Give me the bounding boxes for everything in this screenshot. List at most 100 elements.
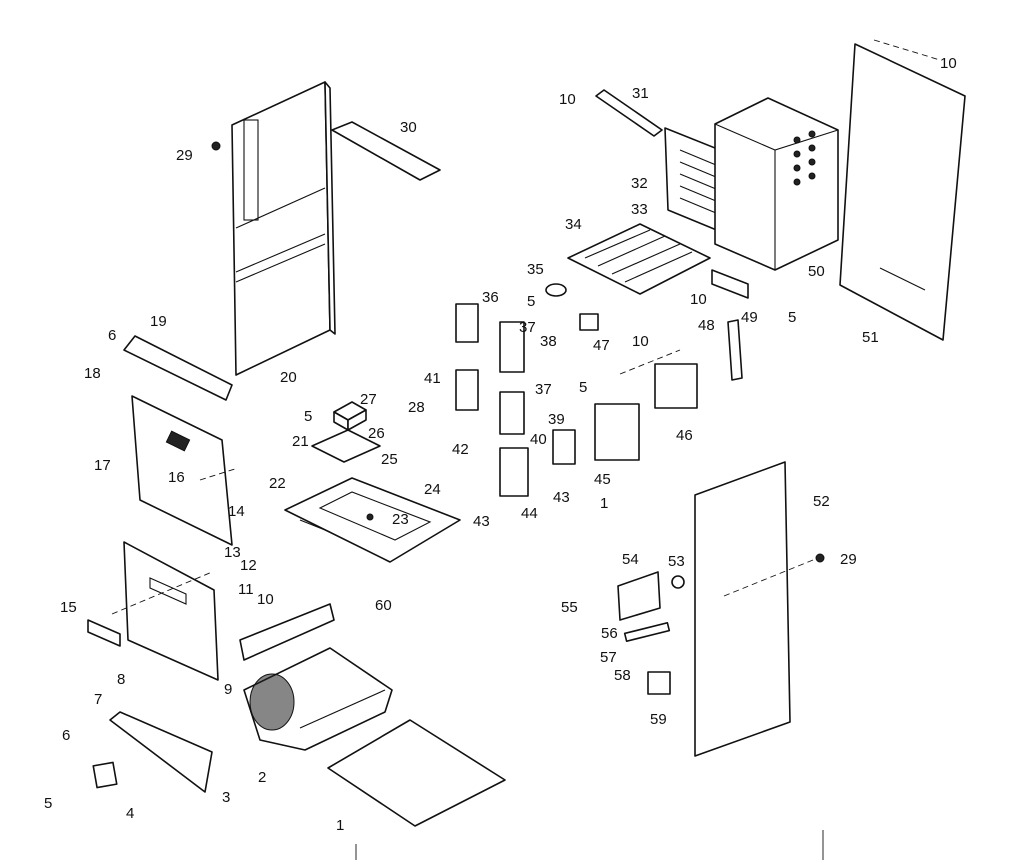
part-2-blower-housing <box>243 647 393 751</box>
part-49-bracket <box>711 269 749 299</box>
callout-10d: 10 <box>690 291 707 308</box>
part-39-control <box>552 429 576 465</box>
part-19-rail <box>123 335 233 401</box>
part-31-top-bar <box>595 89 663 137</box>
part-30-top-strip <box>331 121 441 181</box>
callout-20: 20 <box>280 369 297 386</box>
callout-49: 49 <box>741 309 758 326</box>
callout-46: 46 <box>676 427 693 444</box>
callout-1b: 1 <box>600 495 608 512</box>
callout-5c: 5 <box>527 293 535 310</box>
callout-43: 43 <box>473 513 490 530</box>
callout-4: 4 <box>126 805 134 822</box>
callout-40: 40 <box>530 431 547 448</box>
callout-15: 15 <box>60 599 77 616</box>
callout-7: 7 <box>94 691 102 708</box>
callout-13: 13 <box>224 544 241 561</box>
callout-5e: 5 <box>788 309 796 326</box>
callout-31: 31 <box>632 85 649 102</box>
callout-33: 33 <box>631 201 648 218</box>
callout-37: 37 <box>519 319 536 336</box>
part-37-control-b <box>499 391 525 435</box>
callout-32: 32 <box>631 175 648 192</box>
callout-38: 38 <box>540 333 557 350</box>
part-51-side-panel <box>839 43 966 341</box>
callout-16: 16 <box>168 469 185 486</box>
callout-1: 1 <box>336 817 344 834</box>
part-29-screw <box>211 141 221 151</box>
callout-6b: 6 <box>108 327 116 344</box>
dashed-line <box>619 349 681 375</box>
part-50-cabinet-box <box>714 97 839 271</box>
part-46-transformer <box>654 363 698 409</box>
part-37-control-a <box>499 321 525 373</box>
callout-58: 58 <box>614 667 631 684</box>
callout-30: 30 <box>400 119 417 136</box>
callout-21: 21 <box>292 433 309 450</box>
callout-10e: 10 <box>940 55 957 72</box>
callout-29: 29 <box>176 147 193 164</box>
callout-50: 50 <box>808 263 825 280</box>
part-45-control <box>594 403 640 461</box>
callout-3: 3 <box>222 789 230 806</box>
part-15-handle <box>87 619 121 647</box>
part-59 <box>647 671 671 695</box>
part-41-control <box>455 369 479 411</box>
callout-17: 17 <box>94 457 111 474</box>
part-54-plate <box>617 571 661 621</box>
callout-42: 42 <box>452 441 469 458</box>
callout-56: 56 <box>601 625 618 642</box>
callout-44: 44 <box>521 505 538 522</box>
callout-28: 28 <box>408 399 425 416</box>
part-36-control <box>455 303 479 343</box>
callout-60: 60 <box>375 597 392 614</box>
part-44-control <box>499 447 529 497</box>
part-35 <box>545 283 567 297</box>
callout-labels: 1 2 3 4 5 6 7 8 9 10 11 12 13 14 15 16 1… <box>44 55 957 834</box>
callout-25: 25 <box>381 451 398 468</box>
callout-11: 11 <box>238 581 254 598</box>
callout-19: 19 <box>150 313 167 330</box>
callout-36: 36 <box>482 289 499 306</box>
callout-8: 8 <box>117 671 125 688</box>
callout-54: 54 <box>622 551 639 568</box>
callout-27: 27 <box>360 391 377 408</box>
callout-43b: 43 <box>553 489 570 506</box>
dashed-line <box>199 467 239 481</box>
part-23-screw <box>366 513 374 521</box>
callout-24: 24 <box>424 481 441 498</box>
part-24-burner-tray <box>284 477 461 563</box>
part-20-front-panel <box>231 81 336 376</box>
callout-35: 35 <box>527 261 544 278</box>
callout-10b: 10 <box>559 91 576 108</box>
callout-2: 2 <box>258 769 266 786</box>
part-56 <box>623 621 671 643</box>
callout-18: 18 <box>84 365 101 382</box>
part-47-switch <box>579 313 599 331</box>
dashed-line <box>873 39 941 61</box>
part-34-burner-assembly <box>567 223 711 295</box>
part-26-plate <box>311 429 381 463</box>
callout-5: 5 <box>44 795 52 812</box>
callout-10: 10 <box>257 591 274 608</box>
callout-47: 47 <box>593 337 610 354</box>
part-1-base-plate <box>327 719 506 827</box>
part-48-strip <box>727 319 743 381</box>
callout-10c: 10 <box>632 333 649 350</box>
part-4-bracket <box>92 761 118 789</box>
callout-26: 26 <box>368 425 385 442</box>
callout-45: 45 <box>594 471 611 488</box>
callout-22: 22 <box>269 475 286 492</box>
part-52-door-panel <box>694 461 791 757</box>
part-17-access-panel <box>131 395 233 546</box>
callout-39: 39 <box>548 411 565 428</box>
callout-12: 12 <box>240 557 257 574</box>
callout-23: 23 <box>392 511 409 528</box>
callout-5b: 5 <box>304 408 312 425</box>
callout-52: 52 <box>813 493 830 510</box>
part-9-rail <box>239 603 335 661</box>
part-53 <box>671 575 685 589</box>
callout-29b: 29 <box>840 551 857 568</box>
callout-5d: 5 <box>579 379 587 396</box>
dashed-line <box>723 557 819 597</box>
